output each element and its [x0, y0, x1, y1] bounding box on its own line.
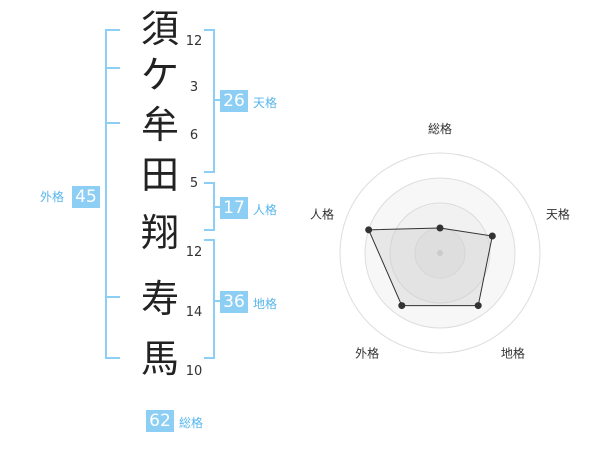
radar-axis-label: 地格: [501, 345, 525, 360]
jin-label: 人格: [253, 203, 278, 217]
name-char-7: 馬: [140, 337, 179, 381]
radar-point-外格: [398, 302, 406, 310]
radar-point-人格: [365, 226, 373, 234]
name-char-2: ケ: [140, 53, 179, 97]
sou-value-badge: 62: [146, 410, 174, 432]
chi-bracket: [204, 239, 215, 359]
ten-value-badge: 26: [220, 90, 248, 112]
stroke-count-7: 10: [185, 364, 203, 379]
jin-bracket: [204, 182, 215, 231]
stroke-count-1: 12: [185, 34, 203, 49]
stroke-count-4: 5: [189, 176, 199, 191]
gai-label: 外格: [40, 190, 65, 204]
radar-point-天格: [488, 232, 496, 240]
chi-label: 地格: [253, 297, 278, 311]
radar-point-総格: [436, 224, 444, 232]
sou-label: 総格: [179, 416, 204, 430]
gai-bracket: [105, 29, 120, 359]
name-char-6: 寿: [140, 277, 179, 321]
radar-axis-label: 外格: [355, 345, 379, 360]
radar-point-地格: [474, 302, 482, 310]
name-char-4: 田: [140, 153, 179, 197]
name-char-1: 須: [140, 7, 179, 51]
ten-bracket: [204, 29, 215, 173]
jin-value-badge: 17: [220, 197, 248, 219]
radar-center: [437, 250, 443, 256]
radar-polygon: [367, 227, 493, 307]
stroke-count-2: 3: [189, 80, 199, 95]
ten-label: 天格: [253, 96, 278, 110]
gai-value-badge: 45: [72, 186, 100, 208]
name-char-3: 牟: [140, 103, 179, 147]
radar-axis-label: 人格: [310, 207, 334, 222]
stroke-count-6: 14: [185, 305, 203, 320]
stroke-count-3: 6: [189, 128, 199, 143]
stroke-count-5: 12: [185, 245, 203, 260]
chi-value-badge: 36: [220, 291, 248, 313]
radar-axis-label: 天格: [546, 207, 570, 222]
name-char-5: 翔: [140, 211, 179, 255]
radar-axis-label: 総格: [428, 121, 452, 136]
